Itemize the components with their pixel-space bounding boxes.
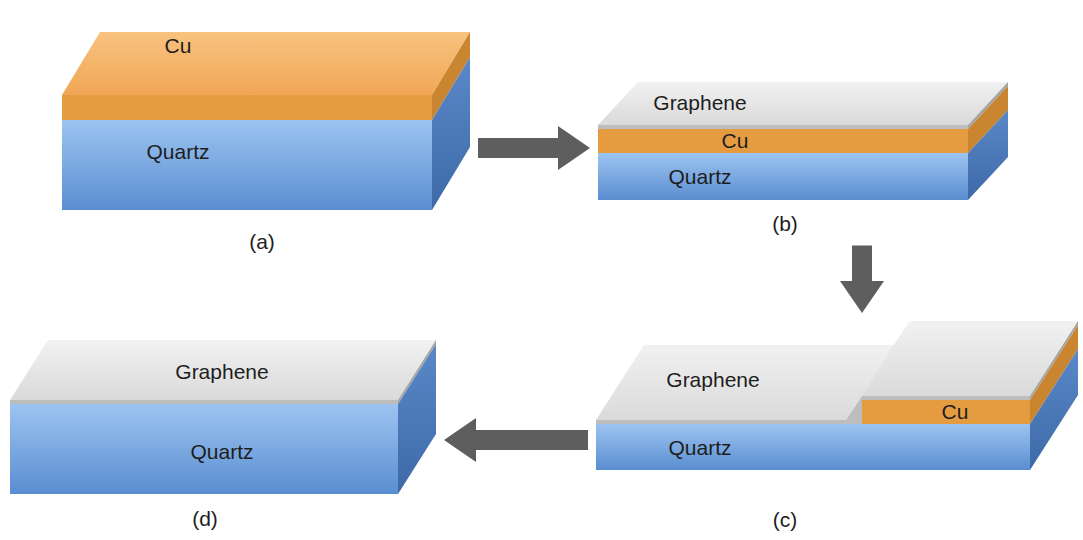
layer-shape	[62, 32, 470, 120]
process-arrow	[478, 126, 590, 170]
material-layer: Graphene	[598, 82, 1008, 129]
process-stage: (d) GrapheneQuartz	[10, 340, 436, 533]
layer-face	[62, 120, 432, 210]
layer-face	[598, 129, 968, 153]
layer-label: Graphene	[175, 360, 268, 383]
layer-face	[1030, 349, 1078, 470]
layer-face	[10, 340, 436, 400]
step-label: (c)	[773, 508, 798, 531]
material-layer: Cu	[62, 32, 470, 120]
layer-face	[398, 344, 436, 494]
process-stage: (c) GrapheneCuQuartz	[596, 321, 1078, 534]
layer-face	[10, 404, 398, 494]
layer-label: Quartz	[668, 165, 731, 188]
process-stage: (a) CuQuartz	[62, 32, 470, 256]
layer-face	[968, 110, 1008, 200]
layer-label: Cu	[942, 400, 969, 423]
layer-face	[846, 396, 862, 424]
layer-face	[62, 95, 432, 120]
layer-face	[596, 424, 1030, 470]
layer-shape	[598, 110, 1008, 200]
layer-label: Cu	[722, 129, 749, 152]
layer-label: Graphene	[666, 368, 759, 391]
process-stage: (b) GrapheneCuQuartz	[598, 82, 1008, 238]
layer-label: Cu	[165, 34, 192, 57]
layer-face	[596, 420, 846, 424]
step-label: (a)	[249, 230, 275, 253]
layer-label: Graphene	[653, 91, 746, 114]
layer-face	[10, 400, 398, 404]
layer-face	[432, 57, 470, 210]
material-layer: Quartz	[598, 110, 1008, 200]
layer-face	[598, 125, 968, 129]
layer-label: Quartz	[146, 140, 209, 163]
layer-face	[598, 153, 968, 200]
step-label: (d)	[192, 507, 218, 530]
layer-face	[62, 32, 470, 95]
layer-face	[596, 345, 894, 420]
layer-label: Quartz	[668, 436, 731, 459]
process-arrow	[444, 418, 588, 462]
material-layer: Quartz	[596, 349, 1078, 470]
layer-face	[862, 396, 1030, 400]
process-arrow	[840, 246, 884, 313]
layer-face	[598, 82, 1008, 125]
layer-face	[862, 400, 1030, 424]
material-layer: Quartz	[62, 57, 470, 210]
layer-shape	[62, 57, 470, 210]
layer-shape	[596, 349, 1078, 470]
material-layer: Graphene	[10, 340, 436, 404]
step-label: (b)	[772, 212, 798, 235]
layer-label: Quartz	[190, 440, 253, 463]
